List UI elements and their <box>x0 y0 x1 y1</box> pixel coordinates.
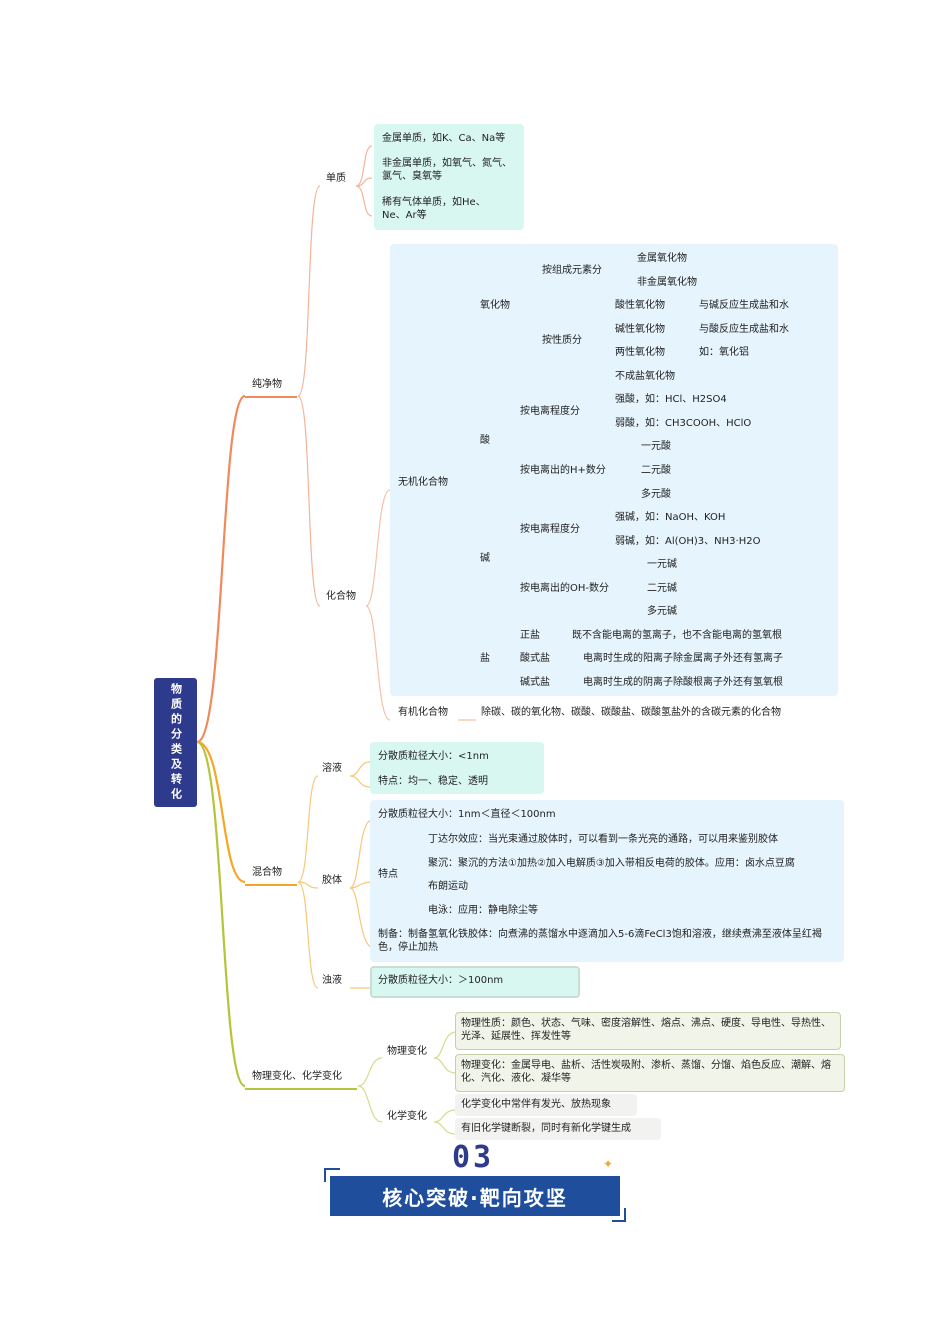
salt-desc: 既不含能电离的氢离子，也不含能电离的氢氧根 <box>572 630 782 641</box>
node-pure: 纯净物 <box>252 379 282 390</box>
chemical-item: 化学变化中常伴有发光、放热现象 <box>461 1099 611 1110</box>
salt-item: 碱式盐 <box>520 677 550 688</box>
oxide-by-property: 按性质分 <box>542 335 582 346</box>
base-item: 强碱，如：NaOH、KOH <box>615 512 726 523</box>
colloid-prep: 制备：制备氢氧化铁胶体：向煮沸的蒸馏水中逐滴加入5-6滴FeCl3饱和溶液，继续… <box>378 929 822 953</box>
root-node: 物质的分类及转化 <box>154 678 197 807</box>
colloid-feature-item: 丁达尔效应：当光束通过胶体时，可以看到一条光亮的通路，可以用来鉴别胶体 <box>428 834 778 845</box>
salt-item: 酸式盐 <box>520 653 550 664</box>
node-change: 物理变化、化学变化 <box>252 1071 342 1082</box>
base-item: 二元碱 <box>647 583 677 594</box>
element-item: 稀有气体单质，如He、Ne、Ar等 <box>382 197 486 221</box>
node-chemical: 化学变化 <box>387 1111 427 1122</box>
node-acid: 酸 <box>480 435 490 446</box>
acid-item: 强酸，如：HCl、H2SO4 <box>615 394 727 405</box>
node-base: 碱 <box>480 553 490 564</box>
node-mixture: 混合物 <box>252 867 282 878</box>
node-inorganic: 无机化合物 <box>398 477 448 488</box>
section-banner: 核心突破·靶向攻坚 <box>330 1176 620 1216</box>
base-by-ionization: 按电离程度分 <box>520 524 580 535</box>
physical-item: 物理性质：颜色、状态、气味、密度溶解性、熔点、沸点、硬度、导电性、导热性、光泽、… <box>461 1018 831 1042</box>
element-box <box>374 124 524 230</box>
solution-item: 特点：均一、稳定、透明 <box>378 776 488 787</box>
colloid-feature-item: 聚沉：聚沉的方法①加热②加入电解质③加入带相反电荷的胶体。应用：卤水点豆腐 <box>428 858 795 869</box>
node-change-underline <box>245 1088 357 1090</box>
chemical-box <box>455 1094 637 1116</box>
oxide-desc: 如：氧化铝 <box>699 347 749 358</box>
salt-desc: 电离时生成的阴离子除酸根离子外还有氢氧根 <box>583 677 783 688</box>
organic-desc: 除碳、碳的氧化物、碳酸、碳酸盐、碳酸氢盐外的含碳元素的化合物 <box>481 707 781 718</box>
suspension-box <box>370 966 580 998</box>
solution-box <box>370 742 544 794</box>
oxide-by-element: 按组成元素分 <box>542 265 602 276</box>
inorganic-box <box>390 244 838 696</box>
oxide-item: 不成盐氧化物 <box>615 371 675 382</box>
acid-by-ionization: 按电离程度分 <box>520 406 580 417</box>
oxide-item: 酸性氧化物 <box>615 300 665 311</box>
oxide-desc: 与酸反应生成盐和水 <box>699 324 789 335</box>
oxide-desc: 与碱反应生成盐和水 <box>699 300 789 311</box>
base-item: 弱碱，如：Al(OH)3、NH3·H2O <box>615 536 761 547</box>
base-item: 一元碱 <box>647 559 677 570</box>
node-solution: 溶液 <box>322 763 342 774</box>
node-compound: 化合物 <box>326 591 356 602</box>
node-suspension: 浊液 <box>322 975 342 986</box>
acid-by-h: 按电离出的H+数分 <box>520 465 606 476</box>
base-by-oh: 按电离出的OH-数分 <box>520 583 609 594</box>
oxide-item: 非金属氧化物 <box>637 277 697 288</box>
chemical-item: 有旧化学键断裂，同时有新化学键生成 <box>461 1123 631 1134</box>
acid-item: 多元酸 <box>641 489 671 500</box>
node-pure-underline <box>245 396 297 398</box>
node-element: 单质 <box>326 173 346 184</box>
solution-item: 分散质粒径大小：<1nm <box>378 751 489 762</box>
node-salt: 盐 <box>480 653 490 664</box>
oxide-item: 金属氧化物 <box>637 253 687 264</box>
colloid-feature: 特点 <box>378 869 398 880</box>
physical-box <box>455 1012 841 1050</box>
element-item: 非金属单质，如氧气、氮气、氯气、臭氧等 <box>382 158 512 182</box>
node-oxide: 氧化物 <box>480 300 510 311</box>
banner-corner <box>612 1208 626 1222</box>
node-organic: 有机化合物 <box>398 707 448 718</box>
node-mixture-underline <box>245 884 297 886</box>
colloid-box <box>370 800 844 962</box>
physical-item: 物理变化：金属导电、盐析、活性炭吸附、渗析、蒸馏、分馏、焰色反应、潮解、熔化、汽… <box>461 1060 831 1084</box>
suspension-item: 分散质粒径大小：＞100nm <box>378 975 504 986</box>
oxide-item: 碱性氧化物 <box>615 324 665 335</box>
sparkle-icon: ✦ <box>603 1157 614 1171</box>
oxide-item: 两性氧化物 <box>615 347 665 358</box>
node-physical: 物理变化 <box>387 1046 427 1057</box>
banner-corner <box>324 1168 340 1182</box>
section-number: 03 <box>452 1140 495 1175</box>
salt-desc: 电离时生成的阳离子除金属离子外还有氢离子 <box>583 653 783 664</box>
colloid-feature-item: 布朗运动 <box>428 881 468 892</box>
colloid-size: 分散质粒径大小：1nm＜直径＜100nm <box>378 809 556 820</box>
acid-item: 弱酸，如：CH3COOH、HClO <box>615 418 752 429</box>
element-item: 金属单质，如K、Ca、Na等 <box>382 133 506 144</box>
acid-item: 一元酸 <box>641 441 671 452</box>
salt-item: 正盐 <box>520 630 540 641</box>
acid-item: 二元酸 <box>641 465 671 476</box>
node-colloid: 胶体 <box>322 875 342 886</box>
chemical-box <box>455 1118 661 1140</box>
base-item: 多元碱 <box>647 606 677 617</box>
section-title: 核心突破·靶向攻坚 <box>382 1185 568 1210</box>
physical-box <box>455 1054 845 1092</box>
colloid-feature-item: 电泳：应用：静电除尘等 <box>428 905 538 916</box>
